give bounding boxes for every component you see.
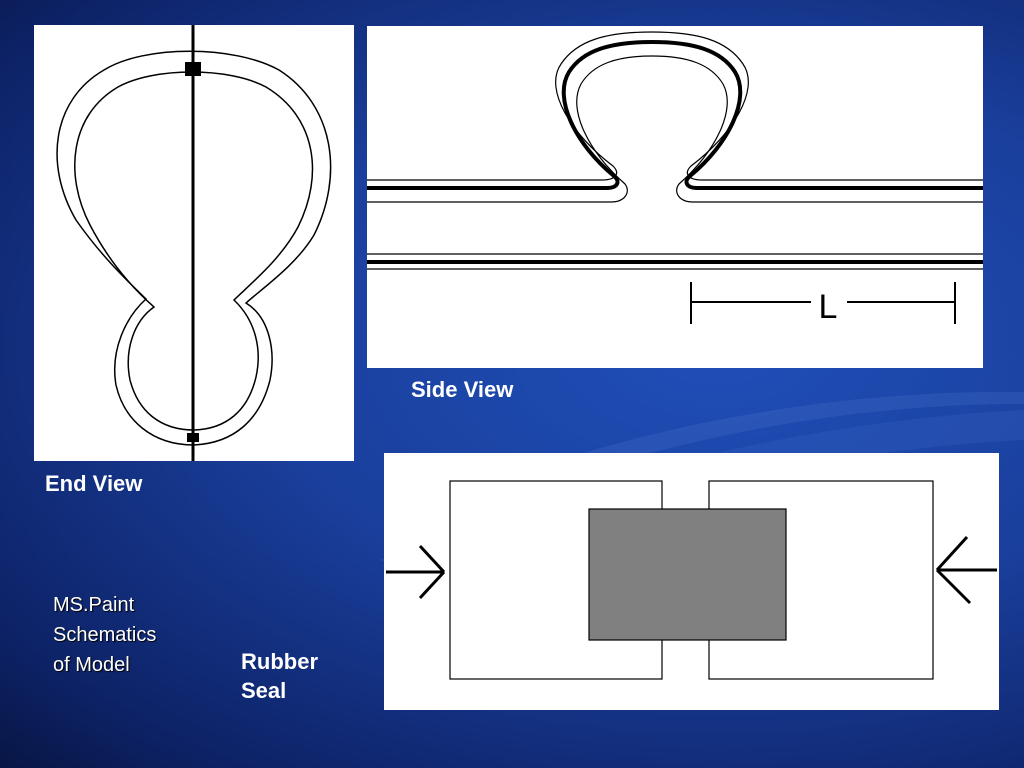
side-view-inner-outline bbox=[367, 55, 983, 203]
side-view-drawing: L bbox=[367, 31, 983, 326]
schematics-note: MS.Paint Schematics of Model bbox=[53, 590, 203, 680]
left-force-arrow bbox=[386, 544, 446, 600]
rubber-seal-block bbox=[588, 508, 787, 641]
rubber-seal-panel bbox=[384, 453, 999, 710]
side-view-outer-outline bbox=[367, 31, 983, 181]
end-view-caption: End View bbox=[45, 471, 143, 496]
side-view-panel: L bbox=[367, 26, 983, 368]
end-view-panel bbox=[34, 25, 354, 461]
dimension-label: L bbox=[819, 288, 838, 326]
end-view-outer-outline bbox=[56, 50, 332, 446]
end-view-bottom-anchor bbox=[187, 433, 199, 442]
note-line: Schematics bbox=[53, 624, 157, 646]
end-view-top-anchor bbox=[185, 62, 201, 76]
end-view-drawing bbox=[56, 25, 332, 461]
side-view-membrane bbox=[367, 39, 983, 190]
rubber-seal-caption: Rubber Seal bbox=[241, 649, 318, 703]
end-view-inner-outline bbox=[74, 71, 314, 431]
rubber-seal-drawing bbox=[386, 480, 997, 680]
note-line: of Model bbox=[53, 654, 130, 676]
right-force-arrow bbox=[935, 535, 997, 605]
side-view-caption: Side View bbox=[411, 377, 514, 402]
note-line: MS.Paint bbox=[53, 594, 135, 616]
